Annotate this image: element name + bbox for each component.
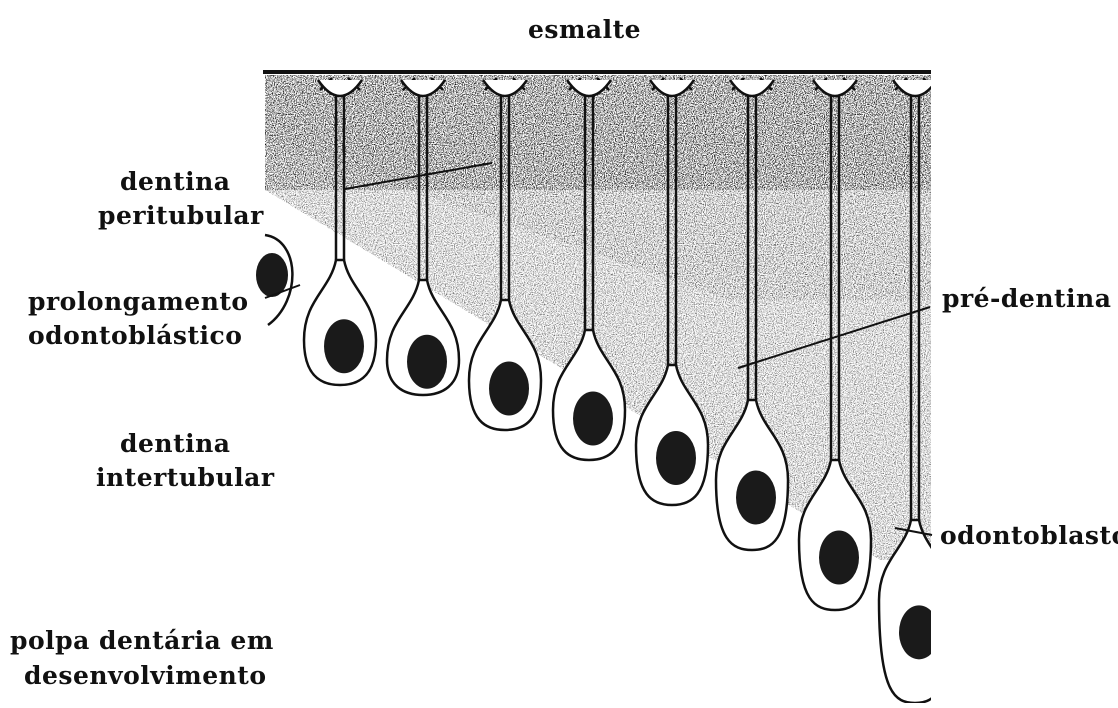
cell-nucleus xyxy=(819,531,859,585)
cell-nucleus xyxy=(489,362,529,416)
label-pulp-line1: polpa dentária em xyxy=(10,625,274,657)
cell-nucleus xyxy=(656,431,696,485)
cell-nucleus xyxy=(736,471,776,525)
label-peritubular-line2: peritubular xyxy=(98,200,264,232)
label-odontoblast: odontoblasto xyxy=(940,520,1118,552)
label-process-line1: prolongamento xyxy=(28,286,249,318)
cell-nucleus xyxy=(573,392,613,446)
label-pulp-line2: desenvolvimento xyxy=(24,660,267,692)
cell-nucleus xyxy=(324,319,364,373)
label-intertubular-line2: intertubular xyxy=(96,462,275,494)
label-peritubular-line1: dentina xyxy=(120,166,230,198)
label-enamel: esmalte xyxy=(528,14,641,46)
label-intertubular-line1: dentina xyxy=(120,428,230,460)
cell-nucleus xyxy=(899,605,939,659)
label-predentin: pré-dentina xyxy=(942,283,1111,315)
cell-nucleus xyxy=(407,335,447,389)
label-process-line2: odontoblástico xyxy=(28,320,242,352)
